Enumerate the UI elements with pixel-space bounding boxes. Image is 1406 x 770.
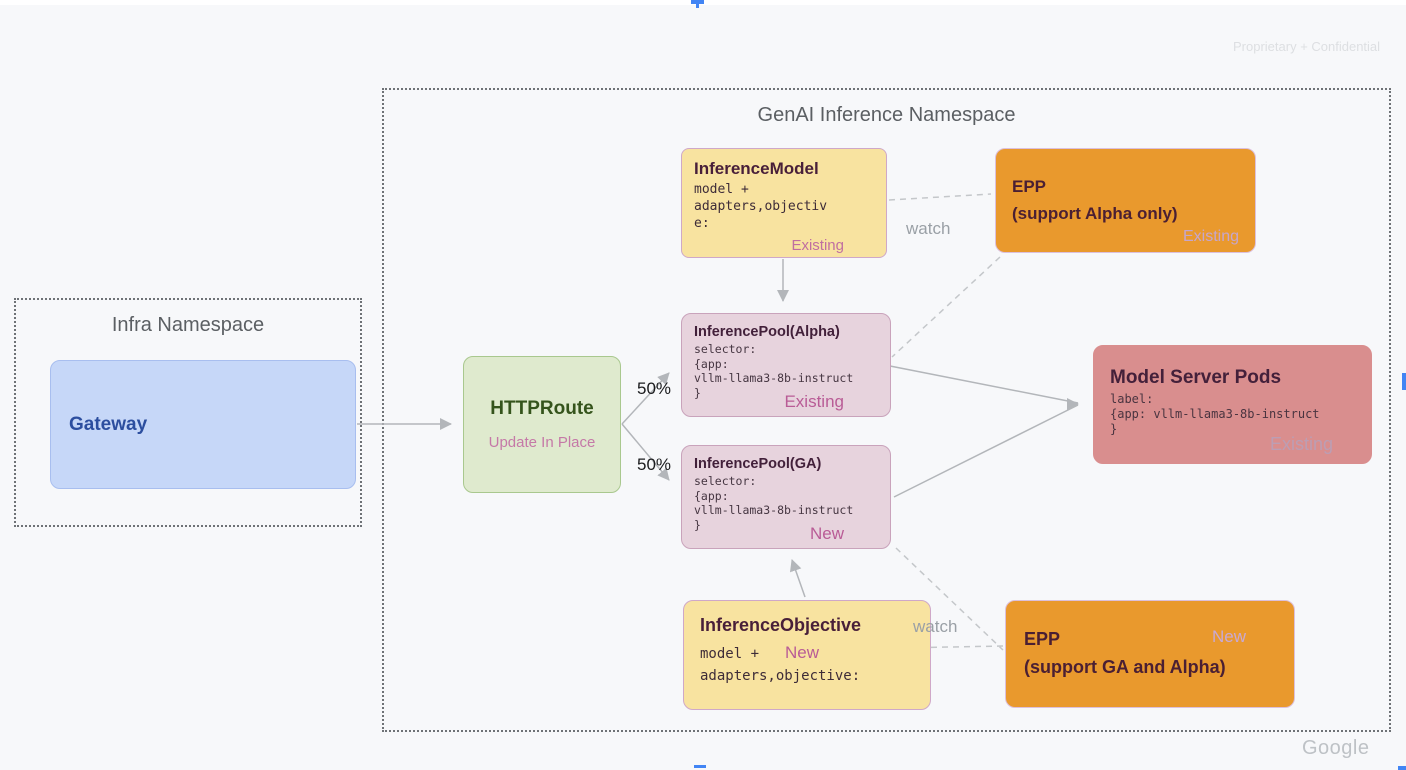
resize-handle-top-tick[interactable]	[696, 4, 699, 8]
httproute-title: HTTPRoute	[490, 398, 594, 419]
inference-pool-alpha-node[interactable]: InferencePool(Alpha) selector: {app: vll…	[681, 313, 891, 417]
httproute-node[interactable]: HTTPRoute Update In Place	[463, 356, 621, 493]
code-line: {app: vllm-llama3-8b-instruct	[1110, 407, 1320, 421]
epp-ga-title: EPP	[1024, 629, 1061, 650]
genai-namespace-title: GenAI Inference Namespace	[757, 104, 1016, 126]
inference-pool-ga-node[interactable]: InferencePool(GA) selector: {app: vllm-l…	[681, 445, 891, 549]
traffic-split-label-top: 50%	[637, 379, 672, 398]
inference-pool-ga-title: InferencePool(GA)	[694, 456, 822, 472]
infra-namespace-title: Infra Namespace	[111, 314, 265, 336]
inference-objective-code: model + New	[700, 641, 914, 666]
code-line: vllm-llama3-8b-instruct	[694, 371, 854, 386]
epp-alpha-status-badge: Existing	[1182, 228, 1239, 245]
code-line: adapters,objectiv	[694, 198, 828, 214]
resize-handle-right[interactable]	[1402, 373, 1406, 390]
inference-model-code: model + adapters,objectiv e:	[694, 182, 874, 233]
inference-model-title: InferenceModel	[694, 159, 819, 178]
code-line: model +	[700, 646, 760, 662]
epp-alpha-title: EPP	[1012, 177, 1047, 197]
watch-label-bottom: watch	[913, 617, 958, 636]
gateway-title: Gateway	[69, 413, 148, 435]
inference-pool-ga-code: selector: {app: vllm-llama3-8b-instruct …	[694, 474, 878, 533]
httproute-subtitle: Update In Place	[488, 434, 596, 451]
code-line: selector:	[694, 474, 757, 488]
inference-pool-alpha-code: selector: {app: vllm-llama3-8b-instruct …	[694, 342, 878, 401]
gateway-node[interactable]: Gateway	[50, 360, 356, 489]
epp-ga-node[interactable]: EPP (support GA and Alpha) New	[1005, 600, 1295, 708]
epp-ga-subtitle: (support GA and Alpha)	[1024, 657, 1226, 677]
code-line: e:	[694, 215, 710, 231]
confidential-notice: Proprietary + Confidential	[1233, 39, 1381, 54]
inference-pool-alpha-status-badge: Existing	[784, 392, 844, 411]
code-line: model +	[694, 182, 749, 197]
epp-alpha-subtitle: (support Alpha only)	[1012, 203, 1178, 223]
genai-namespace-box[interactable]: GenAI Inference Namespace	[382, 88, 1391, 732]
model-server-pods-code: label: {app: vllm-llama3-8b-instruct }	[1110, 392, 1355, 437]
traffic-split-label-bottom: 50%	[637, 455, 672, 474]
resize-handle-top[interactable]	[691, 0, 704, 4]
code-line: }	[694, 386, 701, 401]
watch-label-top: watch	[906, 219, 951, 238]
inference-model-node[interactable]: InferenceModel model + adapters,objectiv…	[681, 148, 887, 258]
model-server-pods-title: Model Server Pods	[1110, 367, 1282, 388]
epp-alpha-node[interactable]: EPP (support Alpha only) Existing	[995, 148, 1256, 253]
inference-pool-ga-status-badge: New	[809, 524, 844, 543]
inference-objective-status-badge: New	[785, 643, 820, 662]
code-line: {app:	[694, 488, 729, 503]
inference-objective-title: InferenceObjective	[700, 615, 862, 635]
inference-model-status-badge: Existing	[791, 237, 844, 254]
code-line: label:	[1110, 392, 1154, 406]
google-logo: Google	[1302, 737, 1370, 759]
epp-ga-status-badge: New	[1211, 627, 1246, 646]
infra-namespace-box[interactable]: Infra Namespace	[14, 298, 362, 527]
resize-handle-bottom[interactable]	[694, 765, 706, 768]
code-line: }	[694, 518, 701, 533]
inference-objective-node[interactable]: InferenceObjective model + New adapters,o…	[683, 600, 931, 710]
inference-pool-alpha-title: InferencePool(Alpha)	[694, 324, 840, 340]
code-line: adapters,objective:	[700, 667, 861, 684]
code-line: }	[1110, 422, 1118, 436]
resize-handle-corner[interactable]	[1398, 766, 1406, 770]
code-line: {app:	[694, 356, 729, 371]
code-line: selector:	[694, 342, 757, 356]
model-server-pods-node[interactable]: Model Server Pods label: {app: vllm-llam…	[1093, 345, 1372, 464]
code-line: vllm-llama3-8b-instruct	[694, 503, 854, 518]
model-server-pods-status-badge: Existing	[1269, 434, 1333, 454]
